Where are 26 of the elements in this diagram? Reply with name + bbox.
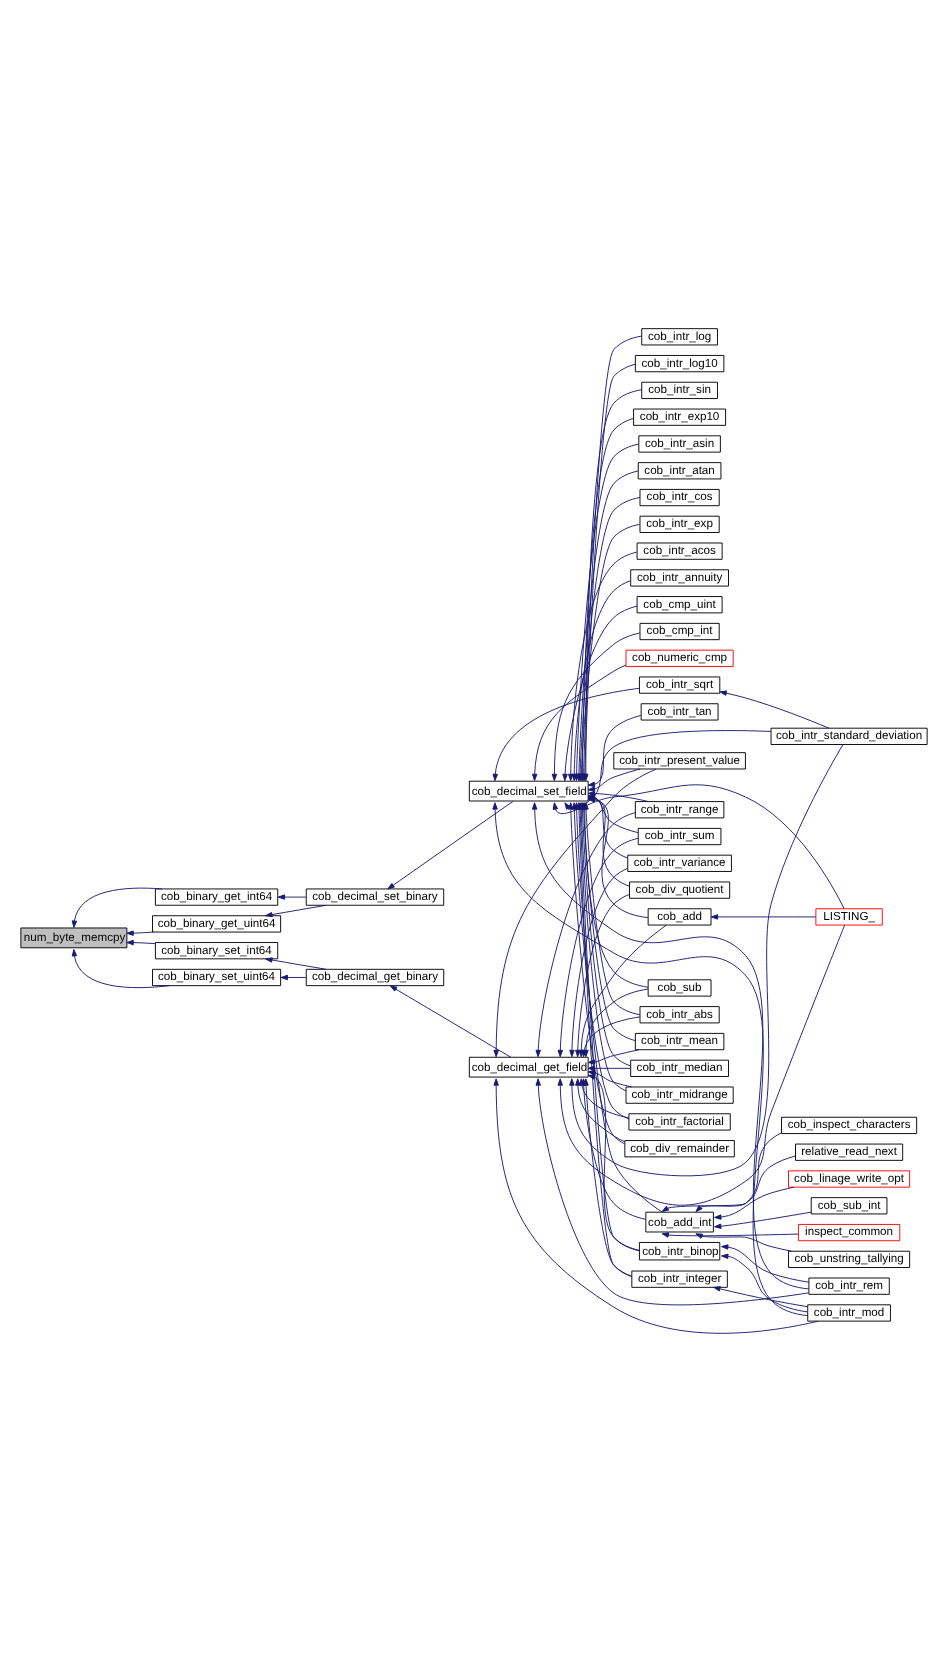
arrow — [721, 1253, 809, 1313]
arrow — [587, 715, 642, 787]
arrow — [280, 974, 307, 981]
arrow — [557, 924, 846, 1206]
arrow — [552, 784, 845, 910]
arrow — [714, 1211, 812, 1229]
arrow — [714, 1186, 795, 1220]
arrow — [661, 1232, 799, 1238]
arrow — [661, 1155, 796, 1213]
arrow — [277, 894, 307, 900]
arrow — [710, 914, 817, 920]
arrow — [71, 949, 170, 989]
arrow — [71, 887, 163, 928]
arrow — [713, 1286, 808, 1308]
arrow — [389, 985, 512, 1058]
arrow — [695, 1132, 782, 1213]
arrow — [695, 1233, 792, 1252]
arrow — [126, 939, 156, 946]
arrow — [721, 1244, 810, 1283]
arrow — [126, 930, 155, 936]
arrow — [265, 904, 327, 918]
arrow — [265, 957, 327, 970]
arrow — [719, 690, 830, 729]
arrow — [587, 1074, 640, 1251]
arrow — [587, 768, 641, 792]
arrow — [387, 800, 514, 890]
